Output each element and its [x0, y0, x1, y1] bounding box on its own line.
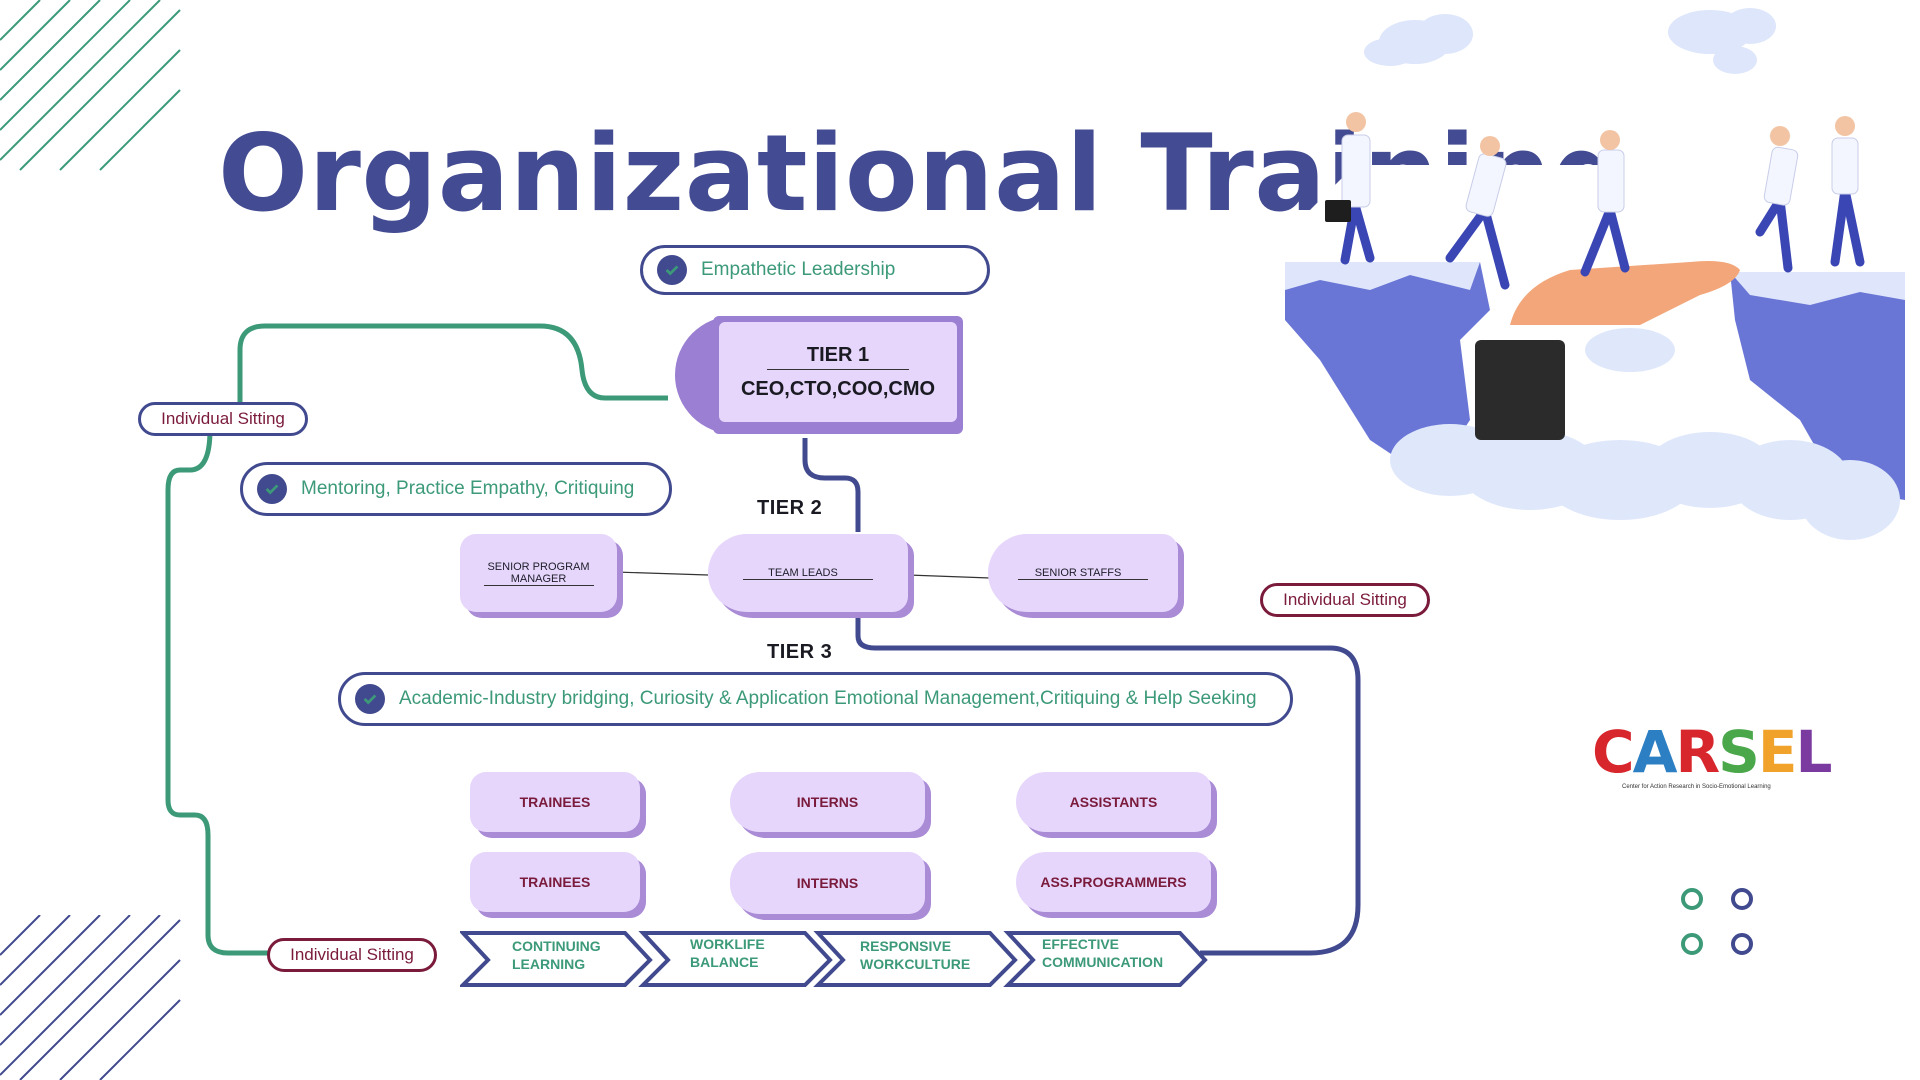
hatch-decoration-bottom [0, 915, 181, 1080]
chevron-shape [460, 931, 653, 987]
individual-sitting-tag-bottom: Individual Sitting [267, 938, 437, 972]
tier1-label: TIER 1 [766, 344, 910, 370]
logo-subtitle: Center for Action Research in Socio-Emot… [1622, 784, 1771, 790]
tier1-roles: CEO,CTO,COO,CMO [740, 377, 936, 400]
tier2-box-senior-program-manager: SENIOR PROGRAM MANAGER [460, 534, 617, 612]
check-icon [257, 474, 287, 504]
individual-sitting-tag-right: Individual Sitting [1260, 583, 1430, 617]
logo-text: CARSEL [1592, 718, 1833, 786]
circle-decoration [1731, 888, 1753, 910]
box-label: TEAM LEADS [743, 567, 873, 580]
tier2-box-senior-staffs: SENIOR STAFFS [988, 534, 1178, 612]
chevron-line2: COMMUNICATION [1042, 954, 1164, 970]
circle-decoration [1681, 933, 1703, 955]
pill-label: Academic-Industry bridging, Curiosity & … [399, 688, 1257, 709]
chevron-shape [1003, 931, 1208, 987]
empathetic-leadership-pill: Empathetic Leadership [640, 245, 990, 295]
pill-label: Empathetic Leadership [701, 259, 896, 280]
chevron-row [460, 931, 1208, 987]
mentoring-pill: Mentoring, Practice Empathy, Critiquing [240, 462, 672, 516]
teamwork-illustration [1285, 8, 1905, 580]
tier3-box-interns-2: INTERNS [730, 852, 925, 914]
chevron-shape [638, 931, 833, 987]
chevron-line2: WORKCULTURE [860, 956, 971, 972]
tier1-inner: TIER 1 CEO,CTO,COO,CMO [719, 322, 957, 422]
check-icon [657, 255, 687, 285]
tier3-box-assistants: ASSISTANTS [1016, 772, 1211, 832]
chevron-continuing-learning: CONTINUING LEARNING [512, 937, 601, 973]
circle-decoration [1681, 888, 1703, 910]
check-icon [355, 684, 385, 714]
tier3-box-ass-programmers: ASS.PROGRAMMERS [1016, 852, 1211, 912]
tier1-box: TIER 1 CEO,CTO,COO,CMO [675, 316, 963, 434]
chevron-line1: WORKLIFE [690, 936, 765, 952]
chevron-effective-communication: EFFECTIVE COMMUNICATION [1042, 935, 1163, 971]
chevron-line1: RESPONSIVE [860, 938, 952, 954]
chevron-line1: EFFECTIVE [1042, 936, 1120, 952]
chevron-responsive-workculture: RESPONSIVE WORKCULTURE [860, 937, 970, 973]
tier2-label: TIER 2 [757, 497, 823, 519]
tier3-box-trainees-2: TRAINEES [470, 852, 640, 912]
carsel-logo: CARSEL Center for Action Research in Soc… [1592, 722, 1833, 792]
tier2-box-team-leads: TEAM LEADS [708, 534, 908, 612]
individual-sitting-tag-left: Individual Sitting [138, 402, 308, 436]
chevron-line2: LEARNING [512, 956, 586, 972]
academic-pill: Academic-Industry bridging, Curiosity & … [338, 672, 1293, 726]
chevron-line1: CONTINUING [512, 938, 601, 954]
chevron-worklife-balance: WORKLIFE BALANCE [690, 935, 765, 971]
pill-label: Mentoring, Practice Empathy, Critiquing [301, 478, 635, 499]
chevron-line2: BALANCE [690, 954, 759, 970]
tier3-box-interns: INTERNS [730, 772, 925, 832]
box-label: SENIOR STAFFS [1018, 567, 1148, 580]
chevron-shape [813, 931, 1018, 987]
hatch-decoration-top [0, 0, 181, 171]
tier3-box-trainees: TRAINEES [470, 772, 640, 832]
tier3-label: TIER 3 [767, 641, 833, 663]
circle-decoration [1731, 933, 1753, 955]
box-label: SENIOR PROGRAM MANAGER [483, 561, 594, 586]
